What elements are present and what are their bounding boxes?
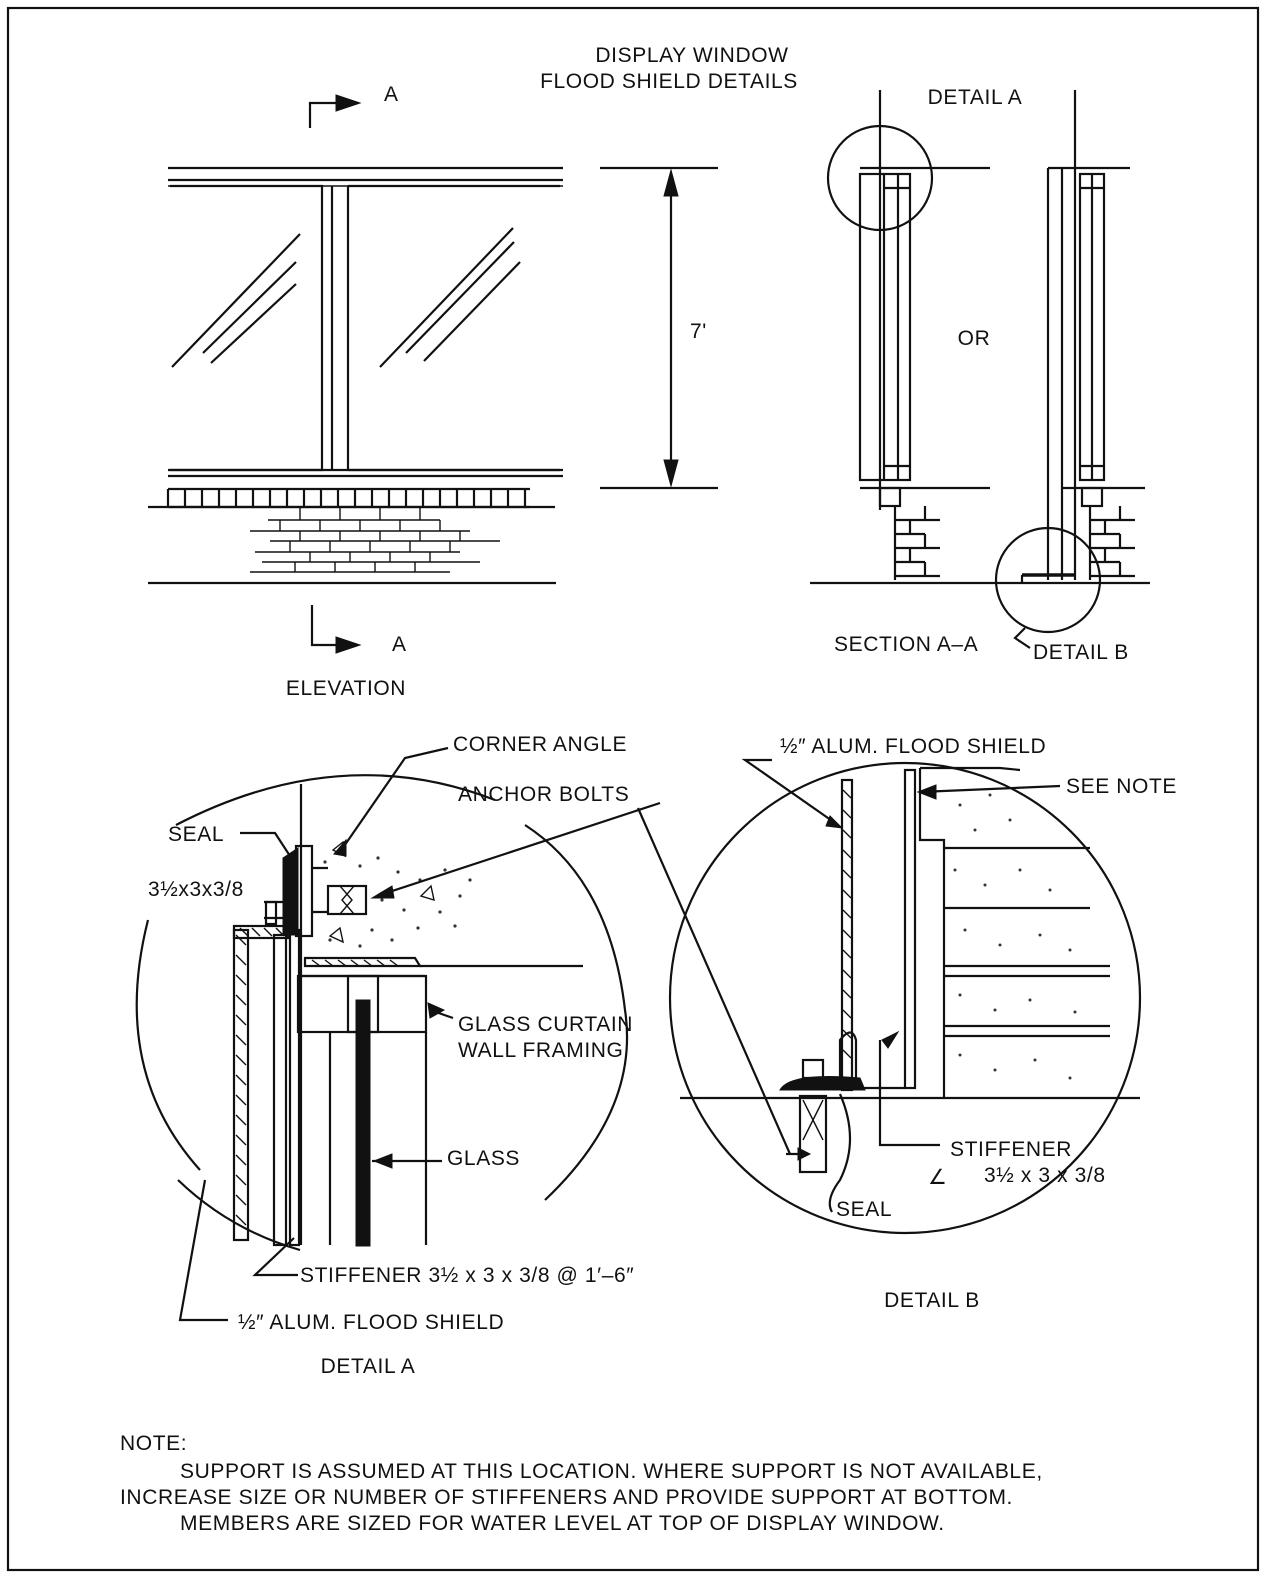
detail-b-view: ½″ ALUM. FLOOD SHIELD SEE NOTE STIFFENER…: [668, 735, 1177, 1312]
masonry-stipple: [933, 788, 1077, 1080]
title-line-2: FLOOD SHIELD DETAILS: [540, 70, 798, 93]
detail-a-caption: DETAIL A: [321, 1355, 416, 1378]
glass-label: GLASS: [447, 1147, 520, 1170]
detail-a-callout-circle: [826, 124, 934, 232]
concrete-stipple: [323, 850, 472, 948]
curtain-wall-label-2: WALL FRAMING: [458, 1039, 624, 1062]
elevation-view: A: [148, 83, 718, 700]
brick-course-top: [148, 487, 555, 509]
detail-b-circle: [668, 761, 1142, 1235]
glazing-frame-left: [170, 184, 324, 472]
arrowhead-icon: [335, 636, 362, 654]
cut-label-bottom: A: [392, 633, 407, 656]
note-line-1: SUPPORT IS ASSUMED AT THIS LOCATION. WHE…: [180, 1460, 1043, 1483]
detail-a-view: CORNER ANGLE ANCHOR BOLTS SEAL 3½x3x3/8 …: [135, 733, 812, 1378]
height-dimension: 7': [600, 166, 718, 490]
height-dim-label: 7': [690, 320, 707, 343]
glass-reflection-marks: [171, 227, 521, 368]
cut-label-top: A: [384, 83, 399, 106]
detail-a-callout-label: DETAIL A: [928, 86, 1023, 109]
brick-wall-elevation: [250, 507, 500, 573]
section-caption: SECTION A–A: [834, 633, 978, 656]
seal-label-b: SEAL: [836, 1198, 892, 1221]
note-heading: NOTE:: [120, 1432, 187, 1455]
title-line-1: DISPLAY WINDOW: [595, 44, 788, 67]
note-line-3: MEMBERS ARE SIZED FOR WATER LEVEL AT TOP…: [180, 1512, 945, 1535]
arrowhead-icon: [335, 94, 362, 112]
glass-pane: [355, 999, 371, 1247]
or-label: OR: [958, 327, 991, 350]
flood-shield-label-b: ½″ ALUM. FLOOD SHIELD: [780, 735, 1046, 758]
detail-b-callout-circle: [994, 526, 1102, 634]
section-cut-arrow-bottom: [310, 605, 355, 647]
section-a-a-view: DETAIL A OR S: [810, 86, 1150, 664]
see-note-label: SEE NOTE: [1066, 775, 1177, 798]
detail-b-callout-label: DETAIL B: [1033, 641, 1129, 664]
seal-label-a: SEAL: [168, 823, 224, 846]
note-block: NOTE: SUPPORT IS ASSUMED AT THIS LOCATIO…: [120, 1432, 1043, 1535]
angle-size-label: 3½x3x3/8: [148, 878, 244, 901]
curtain-wall-label-1: GLASS CURTAIN: [458, 1013, 633, 1036]
note-line-2: INCREASE SIZE OR NUMBER OF STIFFENERS AN…: [120, 1486, 1013, 1509]
detail-b-caption: DETAIL B: [884, 1289, 980, 1312]
stiffener-label-a: STIFFENER 3½ x 3 x 3/8 @ 1′–6″: [300, 1264, 634, 1287]
corner-angle-label: CORNER ANGLE: [453, 733, 627, 756]
flood-shield-label-a: ½″ ALUM. FLOOD SHIELD: [238, 1311, 504, 1334]
stiffener-size-label-b: 3½ x 3 x 3/8: [984, 1164, 1106, 1187]
elevation-caption: ELEVATION: [286, 677, 406, 700]
sheet-border: [6, 6, 1260, 1572]
stiffener-label-b: STIFFENER: [950, 1138, 1072, 1161]
anchor-bolts-label: ANCHOR BOLTS: [458, 783, 629, 806]
angle-symbol: ∠: [928, 1166, 947, 1189]
